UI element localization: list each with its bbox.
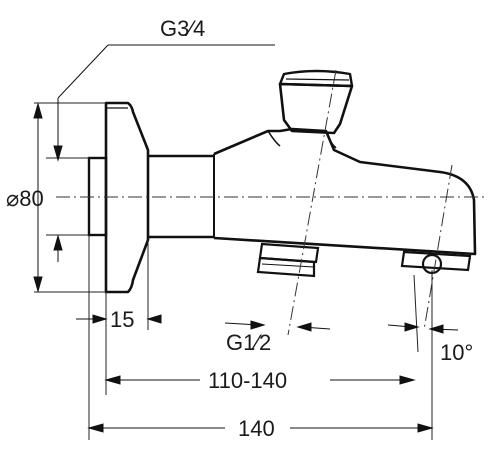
dimension-overall-length bbox=[87, 423, 434, 433]
tap-body bbox=[148, 127, 477, 256]
spout-nozzle bbox=[400, 250, 472, 275]
label-diameter: ⌀80 bbox=[6, 186, 44, 211]
dimension-projection-range bbox=[104, 375, 416, 385]
dimension-angle bbox=[387, 322, 459, 334]
dimension-diameter bbox=[33, 102, 43, 293]
label-flange-depth: 15 bbox=[110, 307, 134, 332]
label-spout-angle: 10° bbox=[440, 340, 473, 365]
extension-lines bbox=[34, 102, 433, 440]
dimension-flange-depth bbox=[76, 314, 162, 324]
push-button bbox=[278, 69, 354, 135]
leader-thread-inlet bbox=[53, 44, 275, 262]
label-projection-range: 110-140 bbox=[208, 368, 287, 393]
label-overall-length: 140 bbox=[238, 416, 275, 441]
dimension-outlet bbox=[224, 320, 331, 332]
label-thread-inlet: G3⁄4 bbox=[160, 16, 205, 41]
outlet-thread bbox=[256, 242, 320, 278]
centre-lines bbox=[56, 69, 488, 336]
label-thread-outlet: G1⁄2 bbox=[226, 330, 271, 355]
